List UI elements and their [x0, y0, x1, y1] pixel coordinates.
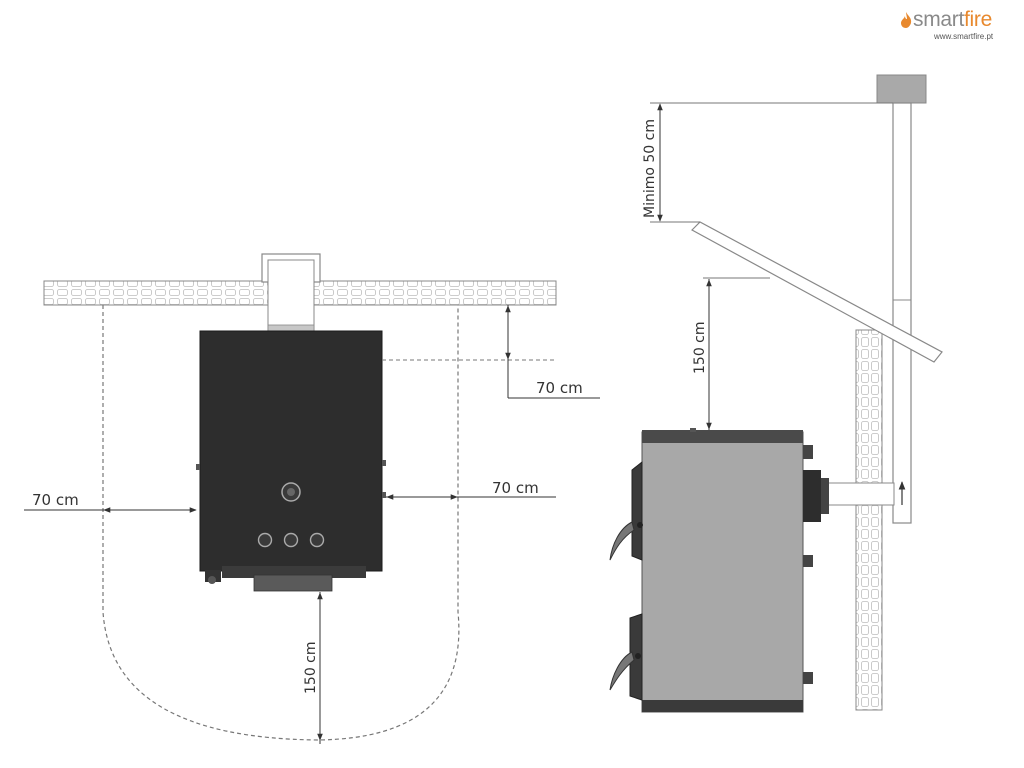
height-clearance-label: 150 cm — [692, 321, 708, 374]
rear-clearance-label: 70 cm — [536, 379, 583, 397]
connection-right — [309, 532, 325, 548]
chimney-cap — [876, 74, 927, 104]
chimney-pipe — [892, 102, 912, 524]
brand-name: smartfire — [913, 8, 992, 31]
front-clearance-label: 150 cm — [303, 641, 319, 694]
upper-door — [631, 460, 643, 561]
side-view: Minimo 50 cm 150 cm — [609, 74, 943, 713]
side-wall — [855, 329, 883, 711]
roof — [691, 221, 943, 363]
upper-door-handle — [609, 521, 635, 561]
flue-pipe — [267, 259, 315, 333]
connection-center — [283, 532, 299, 548]
stove-side-view — [641, 431, 804, 713]
chimney-min-label: Minimo 50 cm — [642, 119, 658, 218]
right-clearance-label: 70 cm — [492, 479, 539, 497]
left-clearance-label: 70 cm — [32, 491, 79, 509]
flame-icon — [901, 12, 912, 28]
connection-left — [257, 532, 273, 548]
connector-pipe — [825, 482, 895, 506]
top-view: 70 cm 70 cm 70 cm 150 cm — [24, 253, 600, 744]
stove-top-view — [199, 330, 383, 572]
brand-url: www.smartfire.pt — [934, 32, 994, 41]
lower-door-handle — [609, 651, 635, 691]
rear-flue-box — [803, 470, 821, 522]
brand-logo: smartfire www.smartfire.pt — [898, 6, 1020, 42]
